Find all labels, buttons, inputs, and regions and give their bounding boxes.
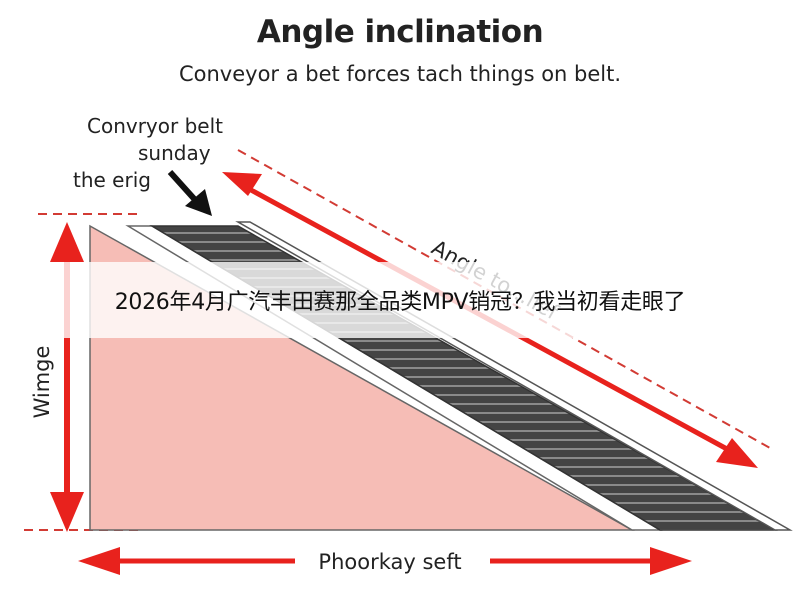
base-label: Phoorkay seft xyxy=(318,550,461,574)
callout-line-2: sunday xyxy=(138,141,211,165)
caption-banner xyxy=(0,262,800,338)
height-label: Wimge xyxy=(30,346,54,419)
base-arrow-icon xyxy=(78,547,692,575)
callout-arrow-icon xyxy=(167,169,212,216)
diagram-title: Angle inclination xyxy=(256,14,544,50)
diagram-subtitle: Conveyor a bet forces tach things on bel… xyxy=(178,62,622,86)
caption-text: 2026年4月广汽丰田赛那全品类MPV销冠？我当初看走眼了 xyxy=(114,290,686,315)
callout-line-3: the erig xyxy=(73,168,151,192)
callout-line-1: Convryor belt xyxy=(87,114,223,138)
